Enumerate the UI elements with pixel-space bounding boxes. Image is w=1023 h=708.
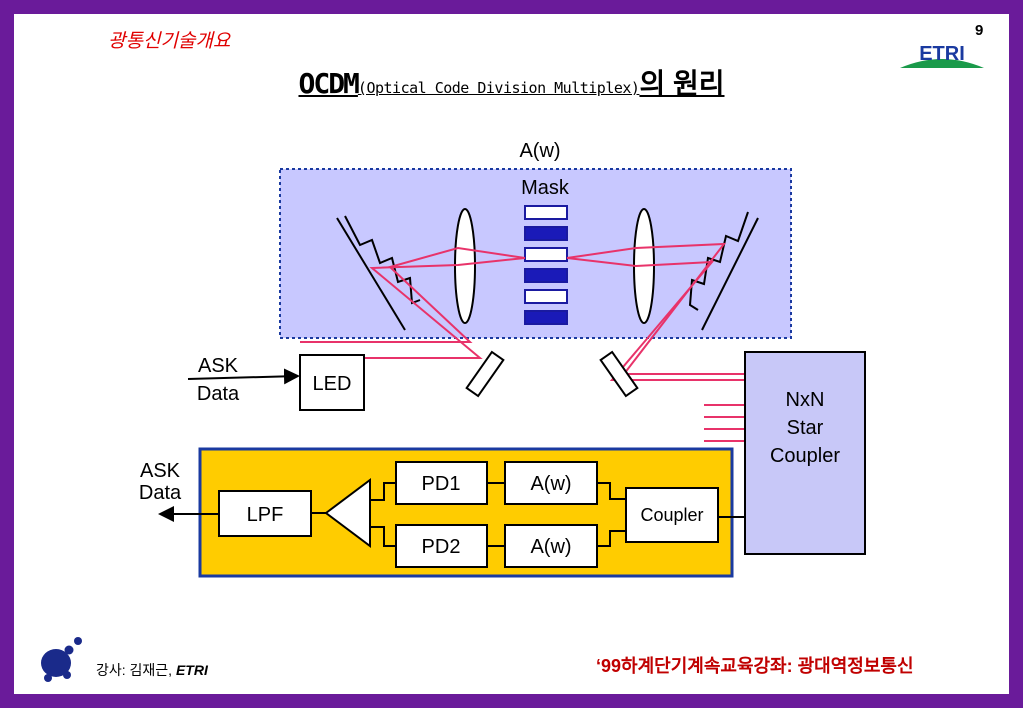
coupler-box	[625, 487, 719, 543]
mask-cell	[524, 310, 568, 325]
receiver-wiring	[370, 482, 626, 547]
ask-data-in-label-1: ASK	[198, 355, 239, 377]
title-main: OCDM	[298, 67, 359, 100]
ask-data-in-label-2: Data	[197, 383, 240, 405]
ask-data-out-label-1: ASK	[140, 460, 181, 482]
grating-right	[688, 211, 759, 331]
title-sub: (Optical Code Division Multiplex)	[357, 79, 640, 97]
pd2-box	[395, 524, 488, 568]
pd1-label: PD1	[422, 473, 461, 495]
etri-logo: ETRI	[900, 43, 984, 68]
mask-cell	[524, 289, 568, 304]
ask-data-out-label-2: Data	[139, 482, 182, 504]
amplifier-triangle	[324, 478, 371, 548]
mask-label: Mask	[521, 177, 570, 199]
coupler-label: Coupler	[640, 505, 703, 525]
pd1-box	[395, 461, 488, 505]
star-coupler-label-1: NxN	[786, 389, 825, 411]
mask-cell	[524, 205, 568, 220]
page-title: OCDM(Optical Code Division Multiplex)의 원…	[0, 62, 1023, 102]
ask-data-in-arrow	[187, 368, 300, 385]
mirror-left	[465, 350, 505, 398]
mask-cells	[524, 205, 568, 325]
led-label: LED	[313, 373, 352, 395]
led-box	[299, 354, 365, 411]
page-number: 9	[975, 22, 984, 39]
light-beams	[300, 242, 745, 442]
footer-course-title: ‘99하계단기계속교육강좌: 광대역정보통신	[596, 656, 914, 676]
instructor-label: 강사: 김재근,	[96, 662, 176, 678]
aw-top-label: A(w)	[519, 140, 560, 162]
grating-left	[336, 215, 421, 331]
star-coupler-label-2: Star	[787, 417, 824, 439]
aw1-box	[504, 461, 598, 505]
mirror-right	[599, 350, 639, 398]
pd2-label: PD2	[422, 536, 461, 558]
aw2-label: A(w)	[530, 536, 571, 558]
instructor-org: ETRI	[175, 662, 208, 678]
aw2-box	[504, 524, 598, 568]
instructor-text: 강사: 김재근, ETRI	[96, 660, 208, 680]
mask-cell	[524, 226, 568, 241]
footer-logo-icon	[41, 637, 82, 682]
aw1-label: A(w)	[530, 473, 571, 495]
course-title: 광통신기술개요	[108, 31, 231, 52]
lpf-box	[218, 490, 312, 537]
star-coupler-box	[744, 351, 866, 555]
mask-cell	[524, 247, 568, 262]
logo-text: ETRI	[919, 43, 965, 65]
title-kr: 의 원리	[639, 68, 725, 99]
star-coupler-label-3: Coupler	[770, 445, 840, 467]
mask-cell	[524, 268, 568, 283]
lpf-label: LPF	[247, 504, 284, 526]
